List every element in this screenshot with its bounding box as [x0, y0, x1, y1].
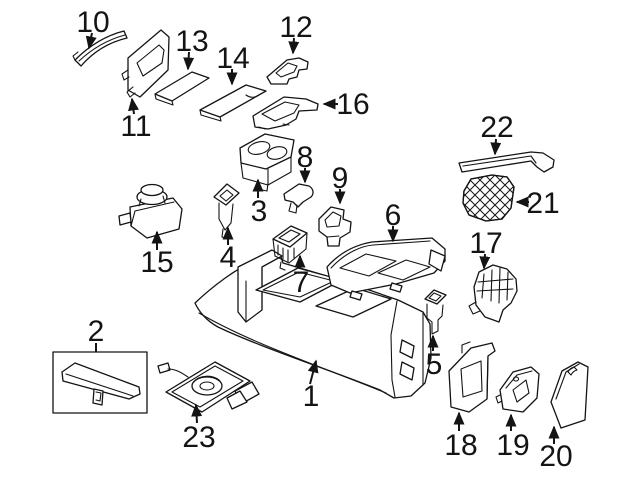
part-label-10: 10: [76, 6, 109, 39]
part-8-drawing-cover-flap: [283, 183, 314, 214]
part-label-11: 11: [120, 110, 151, 143]
part-label-17: 17: [469, 227, 502, 260]
part-label-15: 15: [140, 246, 173, 279]
part-label-1: 1: [303, 380, 320, 413]
part-11-drawing-panel: [121, 29, 170, 98]
part-label-13: 13: [175, 25, 208, 58]
part-pointer-13: [183, 51, 195, 71]
part-label-12: 12: [279, 11, 312, 44]
part-6-drawing-storage-tray: [326, 237, 446, 301]
part-21-drawing-net-pad: [462, 174, 515, 222]
part-9-drawing-switch-housing: [318, 206, 352, 247]
part-15-drawing-rotary-controller: [118, 183, 183, 239]
part-13-drawing-flat-panel: [154, 71, 210, 106]
part-19-drawing-bracket-cover: [495, 366, 540, 413]
part-label-2: 2: [88, 315, 105, 348]
part-16-drawing-frame: [252, 96, 319, 130]
part-pointer-1: [307, 359, 319, 385]
part-pointer-10: [85, 32, 97, 50]
part-label-8: 8: [297, 141, 314, 174]
part-label-21: 21: [526, 187, 559, 220]
part-label-5: 5: [426, 348, 443, 381]
part-17-drawing-rear-vent: [468, 264, 518, 323]
part-label-20: 20: [539, 440, 572, 473]
part-label-22: 22: [480, 111, 513, 144]
part-4-drawing-socket-switch: [213, 183, 240, 240]
part-label-23: 23: [182, 421, 215, 454]
part-7-drawing-switch-block: [272, 225, 308, 271]
part-label-9: 9: [332, 162, 349, 195]
part-pointer-22: [490, 138, 502, 156]
part-label-6: 6: [385, 199, 402, 232]
part-pointer-12: [288, 37, 300, 55]
part-pointer-17: [479, 253, 491, 270]
part-pointer-11: [128, 97, 139, 115]
part-pointer-23: [191, 403, 203, 424]
part-label-14: 14: [216, 42, 249, 75]
part-18-drawing-side-cover: [448, 341, 496, 413]
part-label-19: 19: [496, 429, 529, 462]
part-3-drawing-cup-holder: [239, 133, 295, 192]
part-label-3: 3: [251, 195, 268, 228]
part-14-drawing-flat-panel: [199, 84, 267, 122]
part-label-16: 16: [336, 88, 369, 121]
part-label-4: 4: [220, 241, 237, 274]
part-20-drawing-end-panel: [550, 361, 589, 429]
part-2-drawing-boxed-trim: [52, 351, 148, 414]
part-12-drawing-bracket: [266, 57, 309, 85]
part-label-18: 18: [444, 429, 477, 462]
part-5-drawing-switch: [424, 289, 447, 335]
part-22-drawing-trim-strip: [458, 151, 555, 173]
part-1-drawing-console-body: [194, 249, 432, 399]
part-23-drawing-plate-assembly: [157, 361, 260, 413]
part-label-7: 7: [293, 266, 310, 299]
